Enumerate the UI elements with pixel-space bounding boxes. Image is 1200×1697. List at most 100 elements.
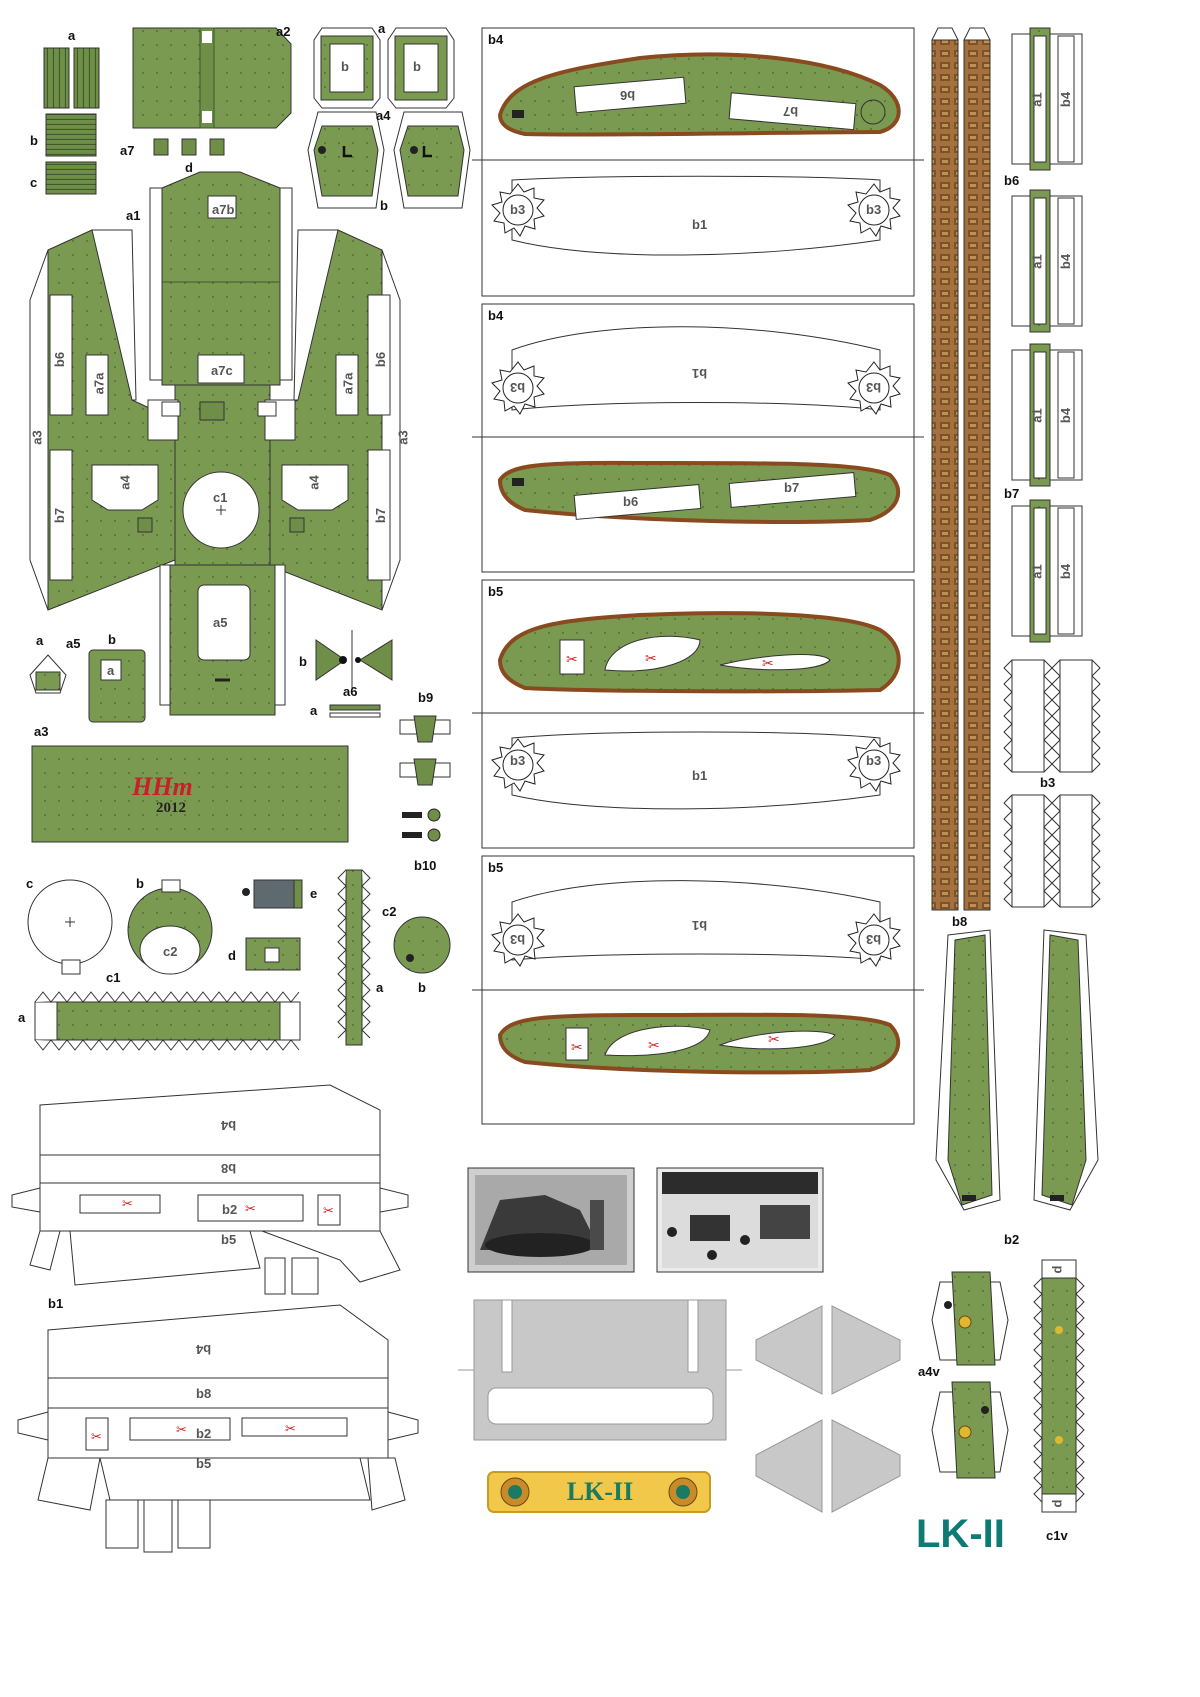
- track-wheel-panel-3: [491, 731, 901, 810]
- label-b3-7: b3: [510, 932, 526, 947]
- svg-text:✂: ✂: [323, 1203, 334, 1218]
- label-b3-6: b3: [866, 753, 882, 768]
- label-a: a: [68, 28, 76, 43]
- label-b1-3: b1: [692, 768, 708, 783]
- track-side-panel-1: [497, 52, 901, 137]
- label-b7-right: b7: [1004, 486, 1020, 501]
- label-a7: a7: [120, 143, 135, 158]
- page-title: LK-II: [916, 1512, 1005, 1556]
- grey-frame-part: [458, 1299, 742, 1441]
- label-c2-strip: c2: [382, 904, 397, 919]
- label-d-top: d: [1049, 1265, 1065, 1274]
- part-e-block: [242, 879, 303, 909]
- svg-text:✂: ✂: [122, 1196, 133, 1211]
- label-a4-right: a4: [306, 475, 322, 490]
- label-b8-low2: b8: [196, 1386, 212, 1401]
- svg-text:✂: ✂: [648, 1037, 660, 1053]
- label-a1-s3: a1: [1029, 408, 1045, 423]
- part-b-ring: [127, 879, 213, 975]
- label-b3-5: b3: [510, 753, 526, 768]
- part-b2-side-panels: [935, 929, 1099, 1211]
- label-b2-low1: b2: [222, 1202, 238, 1217]
- label-b5-panel4: b5: [488, 860, 504, 875]
- label-b4-panel1: b4: [488, 32, 504, 47]
- svg-text:✂: ✂: [176, 1422, 187, 1437]
- part-b1-lower-net-2: ✂ ✂ ✂: [17, 1304, 419, 1553]
- label-b-a6: b: [299, 654, 307, 669]
- label-a-strip: a: [18, 1010, 26, 1025]
- track-side-panel-2: [497, 460, 901, 524]
- track-wheel-panel-1: [491, 175, 901, 256]
- label-a5-center: a5: [213, 615, 228, 630]
- part-c-disc: [27, 879, 113, 975]
- part-b10: [402, 808, 441, 842]
- part-b9: [399, 715, 451, 786]
- label-d: d: [185, 160, 193, 175]
- label-a3-left: a3: [29, 430, 45, 445]
- label-b2-right: b2: [1004, 1232, 1020, 1247]
- label-a2: a2: [276, 24, 291, 39]
- label-b3-1: b3: [510, 202, 526, 217]
- label-b6-tag: b6: [620, 88, 636, 103]
- logo-year: 2012: [156, 800, 186, 816]
- label-d-block: d: [228, 948, 236, 963]
- part-a6-bowtie: [315, 630, 393, 718]
- label-a7c: a7c: [211, 363, 233, 378]
- label-a1-s1: a1: [1029, 92, 1045, 107]
- part-b-box-right: [387, 27, 455, 109]
- part-d-block: [245, 937, 301, 971]
- label-b4-s4: b4: [1058, 563, 1074, 580]
- part-b8-track-strips: [931, 27, 991, 911]
- label-b7-tag: b7: [783, 104, 799, 119]
- label-a-small: a: [36, 633, 44, 648]
- historical-photo-2: [656, 1167, 824, 1273]
- part-a2-plate: [132, 27, 292, 129]
- label-a7a-left: a7a: [91, 372, 107, 395]
- label-b4-low1: b4: [221, 1118, 237, 1133]
- nameplate: LK-II: [535, 1474, 665, 1510]
- label-b-box-right: b: [413, 59, 421, 74]
- grey-wedge-parts: [755, 1305, 901, 1513]
- part-b3-gear-strips: [1003, 659, 1101, 908]
- nameplate-text: LK-II: [566, 1477, 634, 1506]
- label-b3-2: b3: [866, 202, 882, 217]
- label-a6: a6: [343, 684, 358, 699]
- part-a3-plate: [31, 745, 349, 843]
- svg-text:✂: ✂: [571, 1039, 583, 1055]
- label-b6-right: b6: [373, 351, 389, 368]
- label-b4-s1: b4: [1058, 91, 1074, 108]
- part-c2-vertical-strip: [337, 869, 371, 1046]
- label-e: e: [310, 886, 318, 901]
- label-b8-low1: b8: [221, 1161, 237, 1176]
- label-b-disc: b: [418, 980, 426, 995]
- label-a-inner: a: [107, 663, 115, 678]
- label-b3-8: b3: [866, 932, 882, 947]
- hhm-logo: HHm: [132, 772, 193, 801]
- track-side-panel-4: ✂ ✂ ✂: [497, 1012, 901, 1075]
- label-b5-low1: b5: [221, 1232, 237, 1247]
- label-b2-low2: b2: [196, 1426, 212, 1441]
- label-c1-strip: c1: [106, 970, 121, 985]
- historical-photo-1: [467, 1167, 635, 1273]
- label-b6-tag2: b6: [623, 494, 639, 509]
- label-a-a6: a: [310, 703, 318, 718]
- part-b-box-left: [313, 27, 381, 109]
- track-wheel-panel-2: [491, 326, 901, 415]
- part-a1-hull-net: [29, 171, 401, 716]
- part-a5-small-box: [29, 654, 67, 694]
- label-c-disc: c: [26, 876, 34, 891]
- label-c2-ring: c2: [163, 944, 178, 959]
- label-d-bot: d: [1049, 1499, 1065, 1508]
- label-a1-s4: a1: [1029, 564, 1045, 579]
- label-b7-right: b7: [373, 507, 389, 524]
- label-a7b: a7b: [212, 202, 235, 217]
- label-b5-low2: b5: [196, 1456, 212, 1471]
- label-b3-3: b3: [510, 380, 526, 395]
- label-a1-s2: a1: [1029, 254, 1045, 269]
- label-a4-left: a4: [117, 475, 133, 490]
- part-a4v-turret-boxes: [931, 1271, 1009, 1479]
- label-c: c: [30, 175, 38, 190]
- label-b6-right: b6: [1004, 173, 1020, 188]
- part-c1-turret-strip: [34, 991, 301, 1051]
